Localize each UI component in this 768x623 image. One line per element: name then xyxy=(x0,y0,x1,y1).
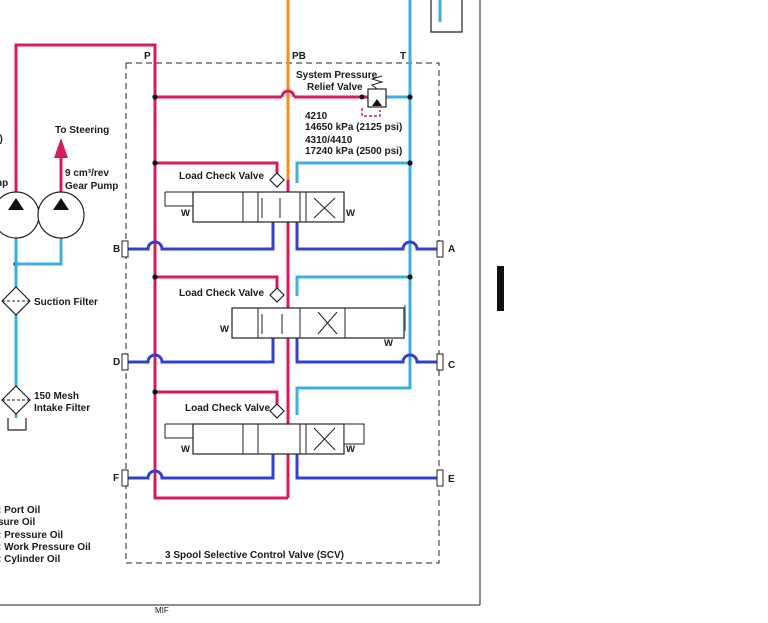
port-e-label: E xyxy=(448,474,455,485)
model-b: 4310/4410 xyxy=(305,135,353,146)
port-d-line xyxy=(126,338,275,364)
port-c-label: C xyxy=(448,360,455,371)
suction-filter-label: Suction Filter xyxy=(34,297,98,308)
gear-pump-label-2: Gear Pump xyxy=(65,181,118,192)
port-a-label: A xyxy=(448,244,455,255)
port-b-label: B xyxy=(113,244,120,255)
reservoir-icon xyxy=(430,0,463,33)
port-e-line xyxy=(295,452,439,480)
port-c-line xyxy=(295,338,439,364)
port-caps xyxy=(121,240,444,487)
return-line xyxy=(295,0,412,415)
suction-filter-icon xyxy=(1,286,31,316)
intake-filter-icon xyxy=(1,385,31,415)
pressure-b: 17240 kPa (2500 psi) xyxy=(305,146,402,157)
spool-valve-2: WW xyxy=(220,307,405,349)
steering-label: To Steering xyxy=(55,125,109,136)
legend: : Port Oil sure Oil : Pressure Oil : Wor… xyxy=(0,505,91,565)
pressure-a: 14650 kPa (2125 psi) xyxy=(305,122,402,133)
svg-text:W: W xyxy=(384,338,393,349)
port-a-line xyxy=(295,222,439,251)
mif-label: MIF xyxy=(155,606,169,615)
port-d-label: D xyxy=(113,357,120,368)
relief-label-1: System Pressure xyxy=(296,70,378,81)
legend-item: : Pressure Oil xyxy=(0,530,63,541)
port-pb-label: PB xyxy=(292,51,306,62)
port-b-line xyxy=(126,222,275,251)
port-f-label: F xyxy=(113,473,119,484)
svg-text:W: W xyxy=(181,208,190,219)
scv-title: 3 Spool Selective Control Valve (SCV) xyxy=(165,550,344,561)
model-a: 4210 xyxy=(305,111,328,122)
load-check-label-3: Load Check Valve xyxy=(185,403,270,414)
spool1-return xyxy=(295,161,410,183)
steering-arrow-icon xyxy=(54,138,68,158)
port-p-label: P xyxy=(144,51,151,62)
pump-label-fragment: np xyxy=(0,178,8,189)
svg-text:W: W xyxy=(181,444,190,455)
load-check-label-1: Load Check Valve xyxy=(179,171,264,182)
svg-text:W: W xyxy=(346,208,355,219)
pump-suction-line xyxy=(14,238,63,266)
pump-icon xyxy=(0,191,40,239)
intake-filter-label-2: Intake Filter xyxy=(34,403,90,414)
intake-filter-label-1: 150 Mesh xyxy=(34,391,79,402)
gear-pump-label-1: 9 cm³/rev xyxy=(65,168,109,179)
junction-dots xyxy=(13,94,413,395)
sump-icon xyxy=(7,418,27,431)
legend-item: sure Oil xyxy=(0,517,35,528)
port-f-line xyxy=(126,452,275,480)
svg-text:W: W xyxy=(346,444,355,455)
scv-boundary xyxy=(125,62,440,564)
spool2-return xyxy=(295,275,410,296)
svg-text:W: W xyxy=(220,324,229,335)
port-t-label: T xyxy=(400,51,406,62)
legend-item: : Cylinder Oil xyxy=(0,554,60,565)
legend-item: : Work Pressure Oil xyxy=(0,542,91,553)
legend-item: : Port Oil xyxy=(0,505,40,516)
page-marker-bar xyxy=(497,266,504,311)
load-check-valve-icon xyxy=(269,172,285,419)
paren-fragment: 0) xyxy=(0,134,3,145)
pressure-line xyxy=(14,43,288,500)
gear-pump-icon xyxy=(37,191,85,239)
relief-line-hop xyxy=(280,89,296,98)
load-check-label-2: Load Check Valve xyxy=(179,288,264,299)
relief-pilot-icon xyxy=(361,108,381,117)
relief-label-2: Relief Valve xyxy=(307,82,363,93)
